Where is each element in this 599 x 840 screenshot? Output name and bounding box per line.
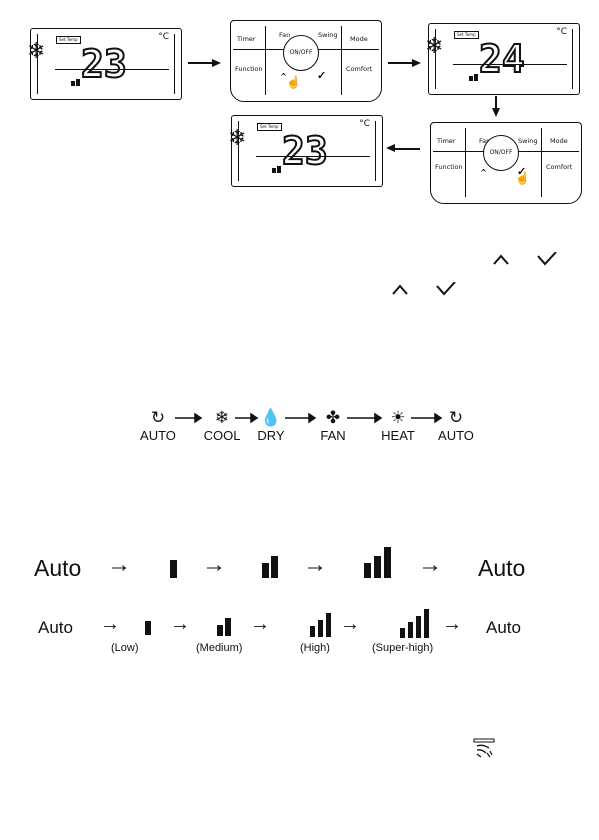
onoff-button[interactable]: ON/OFF	[483, 135, 519, 171]
fan-level-3-bar1	[364, 563, 371, 578]
finger-icon: ☝	[286, 75, 301, 89]
down-chevron-icon[interactable]: ✓	[317, 69, 326, 82]
swing-button[interactable]: Swing	[518, 137, 538, 145]
arrow-icon: →	[170, 613, 190, 636]
mode-arrows	[135, 408, 485, 428]
arrow-icon: →	[100, 613, 120, 636]
unit-label: °C	[359, 119, 370, 129]
up-down-icons-1	[492, 252, 562, 266]
fan4-medium-bar2	[225, 618, 231, 636]
fan4-high-bar2	[318, 620, 323, 637]
function-button[interactable]: Function	[435, 163, 463, 171]
fan-level-3-bar3	[384, 547, 391, 578]
lcd-display-3: ❄ Set Temp 23 °C	[231, 115, 383, 187]
temperature-value: 24	[479, 42, 525, 74]
fan4-medium-bar1	[217, 625, 223, 636]
timer-button[interactable]: Timer	[437, 137, 456, 145]
fan-level-icon	[272, 164, 286, 174]
flow-arrow	[188, 62, 214, 64]
fan-level-icon	[469, 72, 483, 82]
set-temp-label: Set Temp	[454, 31, 479, 39]
mode-button[interactable]: Mode	[550, 137, 568, 145]
finger-icon: ☝	[515, 171, 530, 185]
fan4-superhigh-bar1	[400, 628, 405, 638]
arrow-icon: →	[418, 551, 442, 579]
unit-label: °C	[556, 27, 567, 37]
fan4-label-medium: (Medium)	[196, 642, 242, 654]
unit-label: °C	[158, 32, 169, 42]
arrow-icon: →	[303, 551, 327, 579]
fan-level-2-bar1	[262, 563, 269, 578]
fan-level-3-bar2	[374, 556, 381, 578]
remote-panel-1: Timer Fan Swing Mode Function Comfort ON…	[230, 20, 382, 102]
arrow-icon: →	[250, 613, 270, 636]
comfort-button[interactable]: Comfort	[346, 65, 372, 73]
function-button[interactable]: Function	[235, 65, 263, 73]
fan-auto-end: Auto	[478, 555, 525, 582]
arrow-icon: →	[107, 551, 131, 579]
fan4-low	[145, 621, 151, 635]
fan4-auto-end: Auto	[486, 618, 521, 638]
arrow-icon: →	[442, 613, 462, 636]
temperature-digits: 23	[81, 47, 147, 79]
mode-sequence: ↻AUTO ❄COOL 💧DRY ✤FAN ☀HEAT ↻AUTO	[135, 408, 485, 448]
set-temp-label: Set Temp	[257, 123, 282, 131]
temperature-value: 23	[282, 134, 328, 166]
fan-level-2-bar2	[271, 556, 278, 578]
up-down-icons-2	[391, 282, 461, 296]
arrow-icon: →	[202, 551, 226, 579]
swing-button[interactable]: Swing	[318, 31, 338, 39]
fan4-label-high: (High)	[300, 642, 330, 654]
lcd-display-1: ❄ Set Temp 23 °C	[30, 28, 182, 100]
comfort-button[interactable]: Comfort	[546, 163, 572, 171]
fan4-high-bar1	[310, 626, 315, 637]
snowflake-icon: ❄	[425, 36, 443, 58]
down-chevron-icon	[538, 252, 556, 264]
fan-auto-start: Auto	[34, 555, 81, 582]
lcd-display-2: ❄ Set Temp 24 °C	[428, 23, 580, 95]
fan4-high-bar3	[326, 613, 331, 637]
up-chevron-icon[interactable]: ⌃	[479, 167, 488, 180]
fan4-label-low: (Low)	[111, 642, 139, 654]
fan4-superhigh-bar4	[424, 609, 429, 638]
up-chevron-icon	[393, 286, 407, 294]
fan-level-icon	[71, 77, 85, 87]
fan4-label-superhigh: (Super-high)	[372, 642, 433, 654]
down-chevron-icon	[437, 282, 455, 294]
fan4-superhigh-bar2	[408, 622, 413, 638]
swing-icon	[473, 738, 495, 758]
temperature-digits: 24	[479, 42, 545, 74]
set-temp-label: Set Temp	[56, 36, 81, 44]
fan4-superhigh-bar3	[416, 616, 421, 638]
temperature-value: 23	[81, 47, 127, 79]
temperature-digits: 23	[282, 134, 348, 166]
remote-panel-2: Timer Fan Swing Mode Function Comfort ON…	[430, 122, 582, 204]
mode-button[interactable]: Mode	[350, 35, 368, 43]
fan-level-1	[170, 560, 177, 578]
snowflake-icon: ❄	[228, 128, 246, 150]
fan4-auto-start: Auto	[38, 618, 73, 638]
timer-button[interactable]: Timer	[237, 35, 256, 43]
snowflake-icon: ❄	[27, 41, 45, 63]
fan-button[interactable]: Fan	[279, 31, 290, 39]
arrow-icon: →	[340, 613, 360, 636]
up-chevron-icon	[494, 256, 508, 264]
onoff-button[interactable]: ON/OFF	[283, 35, 319, 71]
